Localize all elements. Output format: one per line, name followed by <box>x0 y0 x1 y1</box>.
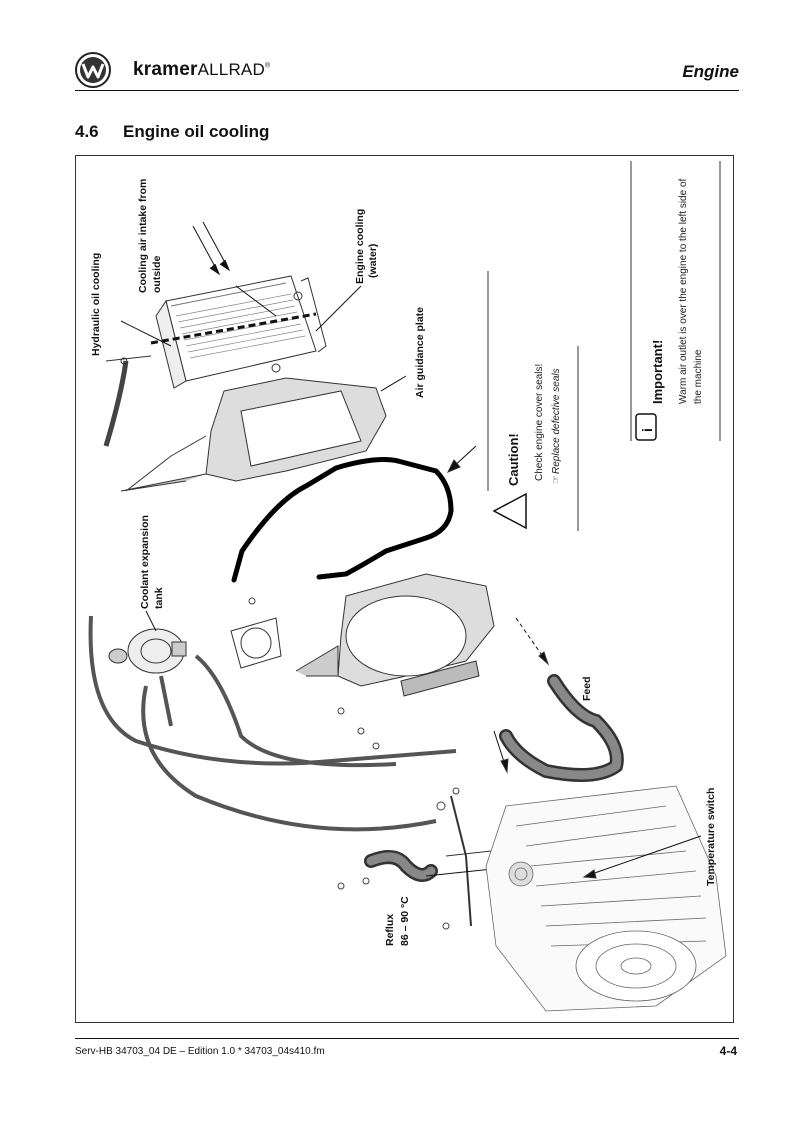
label-coolant-tank-2: tank <box>153 587 165 609</box>
label-coolant-tank-1: Coolant expansion <box>139 515 151 609</box>
info-icon <box>635 413 657 441</box>
kramer-logo-icon <box>75 52 111 88</box>
figure-frame: Caution! Check engine cover seals! Repla… <box>75 155 734 1023</box>
section-number: 4.6 <box>75 122 99 141</box>
footer-rule <box>75 1038 739 1039</box>
label-hydraulic-oil-cooling: Hydraulic oil cooling <box>90 253 102 356</box>
caution-line1: Check engine cover seals! <box>534 364 545 481</box>
header-section-name: Engine <box>682 62 739 81</box>
radiator <box>150 275 327 389</box>
label-cooling-air-intake-1: Cooling air intake from <box>137 179 149 293</box>
engine-block <box>485 785 727 1012</box>
important-line2: the machine <box>693 349 704 404</box>
air-intake-arrows <box>192 221 231 276</box>
label-feed: Feed <box>581 676 593 701</box>
important-notice: i Important! Warm air outlet is over the… <box>630 161 721 441</box>
caution-title: Caution! <box>506 433 521 486</box>
label-engine-cooling-1: Engine cooling <box>354 209 366 284</box>
header-rule <box>75 90 739 91</box>
caution-line2: Replace defective seals <box>551 368 562 474</box>
label-engine-cooling-2: (water) <box>367 244 379 278</box>
fan-shroud <box>295 573 495 697</box>
hand-pointer-icon: ☞ <box>551 475 562 484</box>
label-reflux-1: Reflux <box>384 914 396 946</box>
label-reflux-2: 86 – 90 °C <box>399 896 411 946</box>
footer-document-id: Serv-HB 34703_04 DE – Edition 1.0 * 3470… <box>75 1046 325 1057</box>
label-temperature-switch: Temperature switch <box>705 788 717 886</box>
important-title: Important! <box>650 340 665 404</box>
section-title: 4.6 Engine oil cooling <box>75 122 269 142</box>
brand-name: kramerALLRAD® <box>133 59 271 80</box>
engine-cover-seal <box>231 457 454 583</box>
section-heading: Engine oil cooling <box>123 122 270 141</box>
important-line1: Warm air outlet is over the engine to th… <box>678 178 689 404</box>
engine-oil-cooling-diagram: Caution! Check engine cover seals! Repla… <box>88 161 727 1012</box>
coolant-hoses <box>88 615 457 832</box>
warning-triangle-icon <box>492 492 527 530</box>
caution-notice: Caution! Check engine cover seals! Repla… <box>487 271 579 531</box>
page-number: 4-4 <box>719 1044 737 1058</box>
coolant-expansion-tank <box>108 628 187 674</box>
svg-text:i: i <box>639 428 655 432</box>
air-guidance-plate <box>120 377 387 492</box>
label-cooling-air-intake-2: outside <box>151 256 163 293</box>
page-header: kramerALLRAD® Engine <box>75 50 739 90</box>
label-air-guidance-plate: Air guidance plate <box>414 307 426 398</box>
